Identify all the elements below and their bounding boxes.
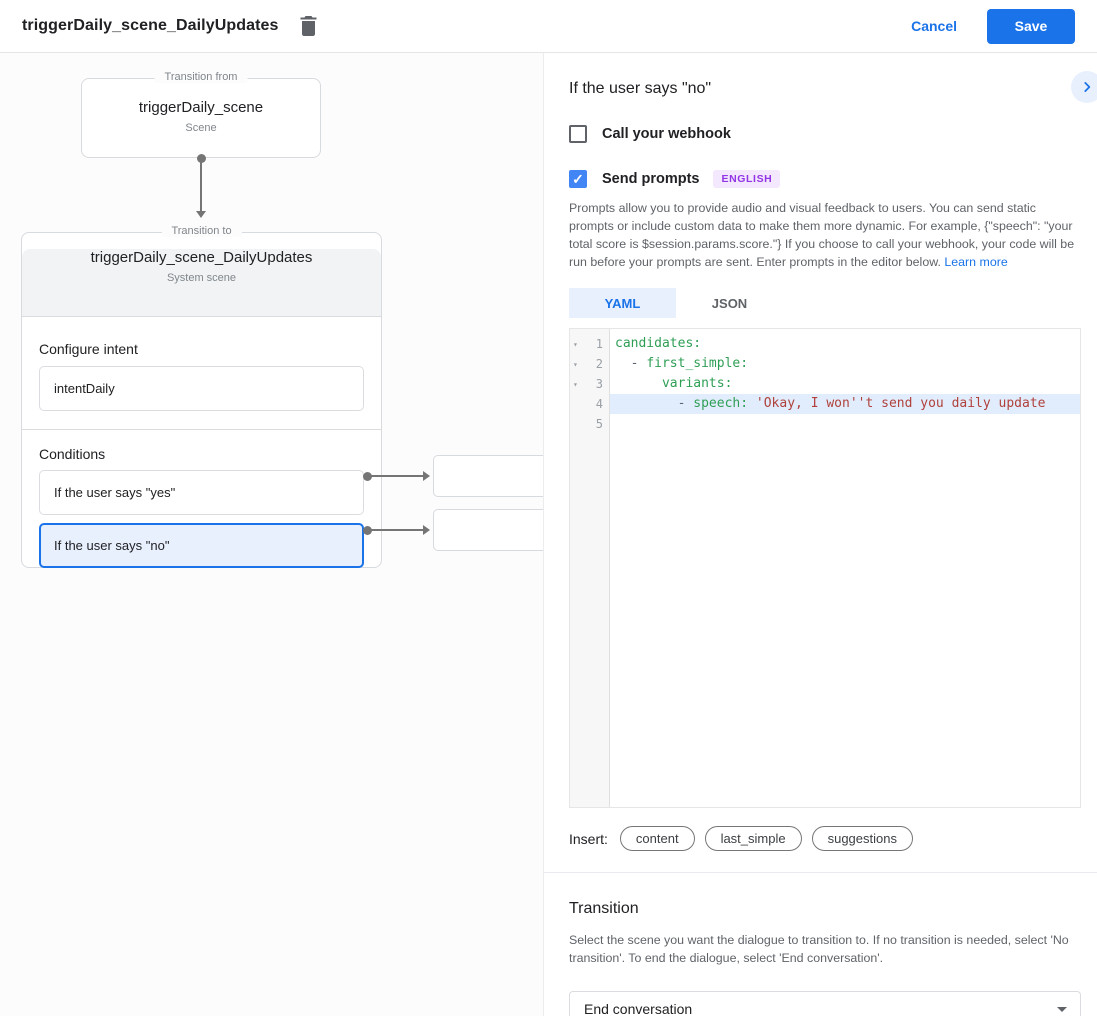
save-button[interactable]: Save xyxy=(987,8,1075,44)
connector-line xyxy=(368,475,423,477)
transition-section-title: Transition xyxy=(569,900,639,917)
code-token: - xyxy=(615,396,694,411)
code-line: variants: xyxy=(610,374,1080,394)
fold-arrow-icon[interactable]: ▾ xyxy=(573,339,578,349)
trash-icon xyxy=(300,16,317,36)
connector-dot xyxy=(363,526,372,535)
tab-yaml[interactable]: YAML xyxy=(569,288,676,318)
from-scene-name: triggerDaily_scene xyxy=(138,99,264,116)
condition-item-yes[interactable]: If the user says "yes" xyxy=(39,470,364,515)
page-title: triggerDaily_scene_DailyUpdates xyxy=(22,17,279,34)
code-token xyxy=(748,396,756,411)
line-number: 2 xyxy=(595,357,603,371)
condition-detail-panel: If the user says "no" Call your webhook … xyxy=(543,53,1097,1016)
caret-down-icon xyxy=(1057,1006,1067,1012)
transition-from-box[interactable]: Transition from triggerDaily_scene Scene xyxy=(81,71,321,158)
insert-last-simple-chip[interactable]: last_simple xyxy=(704,826,802,851)
from-scene-type: Scene xyxy=(185,122,217,134)
arrow-right-icon xyxy=(423,525,430,535)
code-line-active: - speech: 'Okay, I won''t send you daily… xyxy=(610,394,1080,414)
line-number: 1 xyxy=(595,337,603,351)
code-line xyxy=(610,414,1080,434)
language-badge: ENGLISH xyxy=(713,170,781,188)
transition-select[interactable]: End conversation xyxy=(569,991,1081,1016)
transition-from-legend: Transition from xyxy=(154,71,248,83)
gutter-row: ▾ 1 xyxy=(570,334,609,354)
main-area: Transition from triggerDaily_scene Scene… xyxy=(0,53,1097,1016)
line-number: 4 xyxy=(595,397,603,411)
conditions-label: Conditions xyxy=(39,446,106,462)
send-prompts-label: Send prompts xyxy=(602,171,700,187)
connector-line xyxy=(200,158,202,211)
send-prompts-row: ✓ Send prompts ENGLISH xyxy=(569,170,1080,188)
to-scene-type: System scene xyxy=(166,272,237,284)
code-line: candidates: xyxy=(610,334,1080,354)
card-divider xyxy=(22,429,381,430)
webhook-row: Call your webhook xyxy=(569,125,1080,143)
editor-gutter: ▾ 1 ▾ 2 ▾ 3 4 5 xyxy=(570,329,610,807)
transition-to-card: Transition to triggerDaily_scene_DailyUp… xyxy=(21,225,382,568)
code-token: 'Okay, I won''t send you daily update xyxy=(755,396,1046,411)
code-token: candidates: xyxy=(615,336,702,351)
cancel-button[interactable]: Cancel xyxy=(911,18,957,34)
transition-description: Select the scene you want the dialogue t… xyxy=(569,933,1069,965)
send-prompts-checkbox[interactable]: ✓ xyxy=(569,170,587,188)
gutter-row: 5 xyxy=(570,414,609,434)
collapse-panel-button[interactable] xyxy=(1071,71,1097,103)
insert-suggestions-chip[interactable]: suggestions xyxy=(811,826,913,851)
transition-selected-value: End conversation xyxy=(584,1001,693,1016)
gutter-row: ▾ 2 xyxy=(570,354,609,374)
gutter-row: ▾ 3 xyxy=(570,374,609,394)
code-token: first_simple: xyxy=(646,356,749,371)
transition-to-legend: Transition to xyxy=(161,225,242,237)
code-token: - xyxy=(615,356,647,371)
transition-to-header: triggerDaily_scene_DailyUpdates System s… xyxy=(22,249,381,317)
insert-row: Insert: content last_simple suggestions xyxy=(569,826,1080,851)
fold-arrow-icon[interactable]: ▾ xyxy=(573,359,578,369)
code-token xyxy=(615,376,662,391)
insert-label: Insert: xyxy=(569,830,608,847)
arrow-down-icon xyxy=(196,211,206,218)
code-line: - first_simple: xyxy=(610,354,1080,374)
tab-json[interactable]: JSON xyxy=(711,295,748,311)
connector-dot xyxy=(363,472,372,481)
topbar: triggerDaily_scene_DailyUpdates Cancel S… xyxy=(0,0,1097,53)
call-webhook-checkbox[interactable] xyxy=(569,125,587,143)
learn-more-link[interactable]: Learn more xyxy=(944,255,1008,269)
editor-format-tabs: YAML JSON xyxy=(569,288,1080,318)
call-webhook-label: Call your webhook xyxy=(602,126,731,142)
panel-title: If the user says "no" xyxy=(569,80,712,97)
section-divider xyxy=(544,872,1097,873)
transition-target-box[interactable] xyxy=(433,455,543,497)
delete-scene-button[interactable] xyxy=(297,14,321,38)
prompts-description-text: Prompts allow you to provide audio and v… xyxy=(569,201,1075,269)
line-number: 3 xyxy=(595,377,603,391)
fold-arrow-icon[interactable]: ▾ xyxy=(573,379,578,389)
to-scene-name: triggerDaily_scene_DailyUpdates xyxy=(90,249,313,266)
code-token: speech: xyxy=(693,396,749,411)
intent-item[interactable]: intentDaily xyxy=(39,366,364,411)
panel-header: If the user says "no" xyxy=(569,71,1097,103)
prompt-code-editor[interactable]: ▾ 1 ▾ 2 ▾ 3 4 5 xyxy=(569,328,1081,808)
insert-content-chip[interactable]: content xyxy=(619,826,695,851)
arrow-right-icon xyxy=(423,471,430,481)
line-number: 5 xyxy=(595,417,603,431)
prompts-description: Prompts allow you to provide audio and v… xyxy=(569,199,1080,271)
configure-intent-label: Configure intent xyxy=(39,341,138,357)
scene-flow-canvas: Transition from triggerDaily_scene Scene… xyxy=(0,53,543,1016)
condition-item-no[interactable]: If the user says "no" xyxy=(39,523,364,568)
connector-line xyxy=(368,529,423,531)
code-token: variants: xyxy=(661,376,733,391)
gutter-row: 4 xyxy=(570,394,609,414)
chevron-right-icon xyxy=(1084,82,1091,92)
editor-code-area[interactable]: candidates: - first_simple: variants: - … xyxy=(610,329,1080,807)
transition-target-box[interactable] xyxy=(433,509,543,551)
